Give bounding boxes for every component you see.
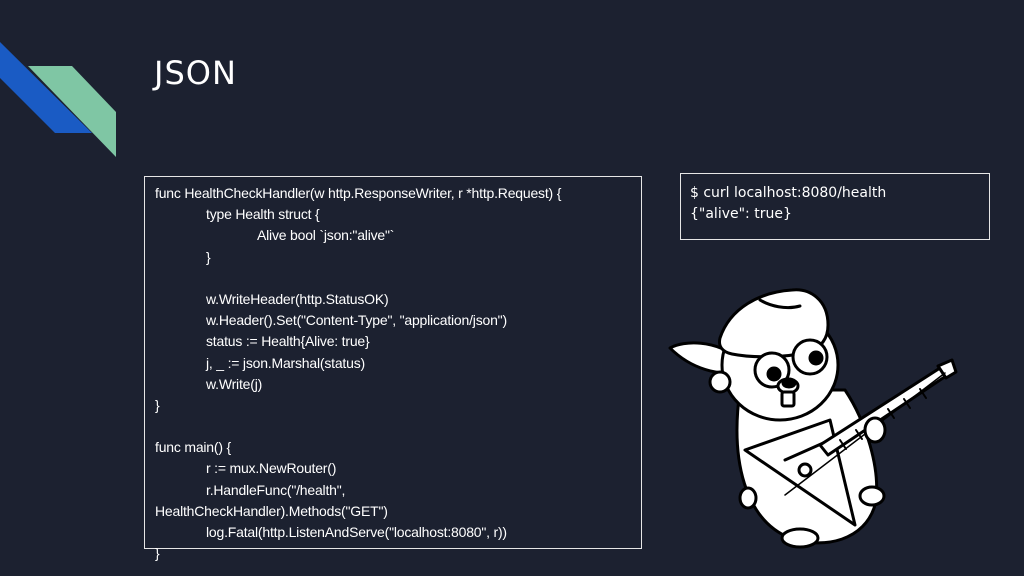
code-line: Alive bool `json:"alive"` <box>257 227 395 244</box>
code-line: j, _ := json.Marshal(status) <box>206 354 365 371</box>
gopher-with-balalaika-icon <box>668 288 958 549</box>
code-line: } <box>206 248 211 265</box>
terminal-line: $ curl localhost:8080/health <box>690 185 887 201</box>
code-line: w.WriteHeader(http.StatusOK) <box>206 290 389 307</box>
code-line: } <box>155 545 160 562</box>
code-line: HealthCheckHandler).Methods("GET") <box>155 502 388 519</box>
code-line: func main() { <box>155 439 231 456</box>
green-stripe <box>28 66 116 157</box>
code-line <box>155 268 655 289</box>
code-line: func HealthCheckHandler(w http.ResponseW… <box>155 185 562 201</box>
code-line: status := Health{Alive: true} <box>206 333 370 350</box>
terminal-frame <box>680 173 990 240</box>
corner-decoration <box>0 42 116 157</box>
slide-title: JSON <box>154 54 237 92</box>
terminal-line: {"alive": true} <box>690 206 792 222</box>
code-block: func HealthCheckHandler(w http.ResponseW… <box>155 183 655 564</box>
code-line: r := mux.NewRouter() <box>206 460 337 477</box>
code-line: r.HandleFunc("/health", <box>206 481 346 498</box>
code-block-frame <box>144 176 642 549</box>
code-line: type Health struct { <box>206 206 320 223</box>
code-line: w.Write(j) <box>206 375 263 392</box>
code-line: } <box>155 396 160 413</box>
blue-stripe <box>0 42 92 133</box>
code-line <box>155 416 655 437</box>
terminal-output: $ curl localhost:8080/health {"alive": tr… <box>690 183 886 225</box>
code-line: log.Fatal(http.ListenAndServe("localhost… <box>206 524 507 540</box>
code-line: w.Header().Set("Content-Type", "applicat… <box>206 312 507 329</box>
